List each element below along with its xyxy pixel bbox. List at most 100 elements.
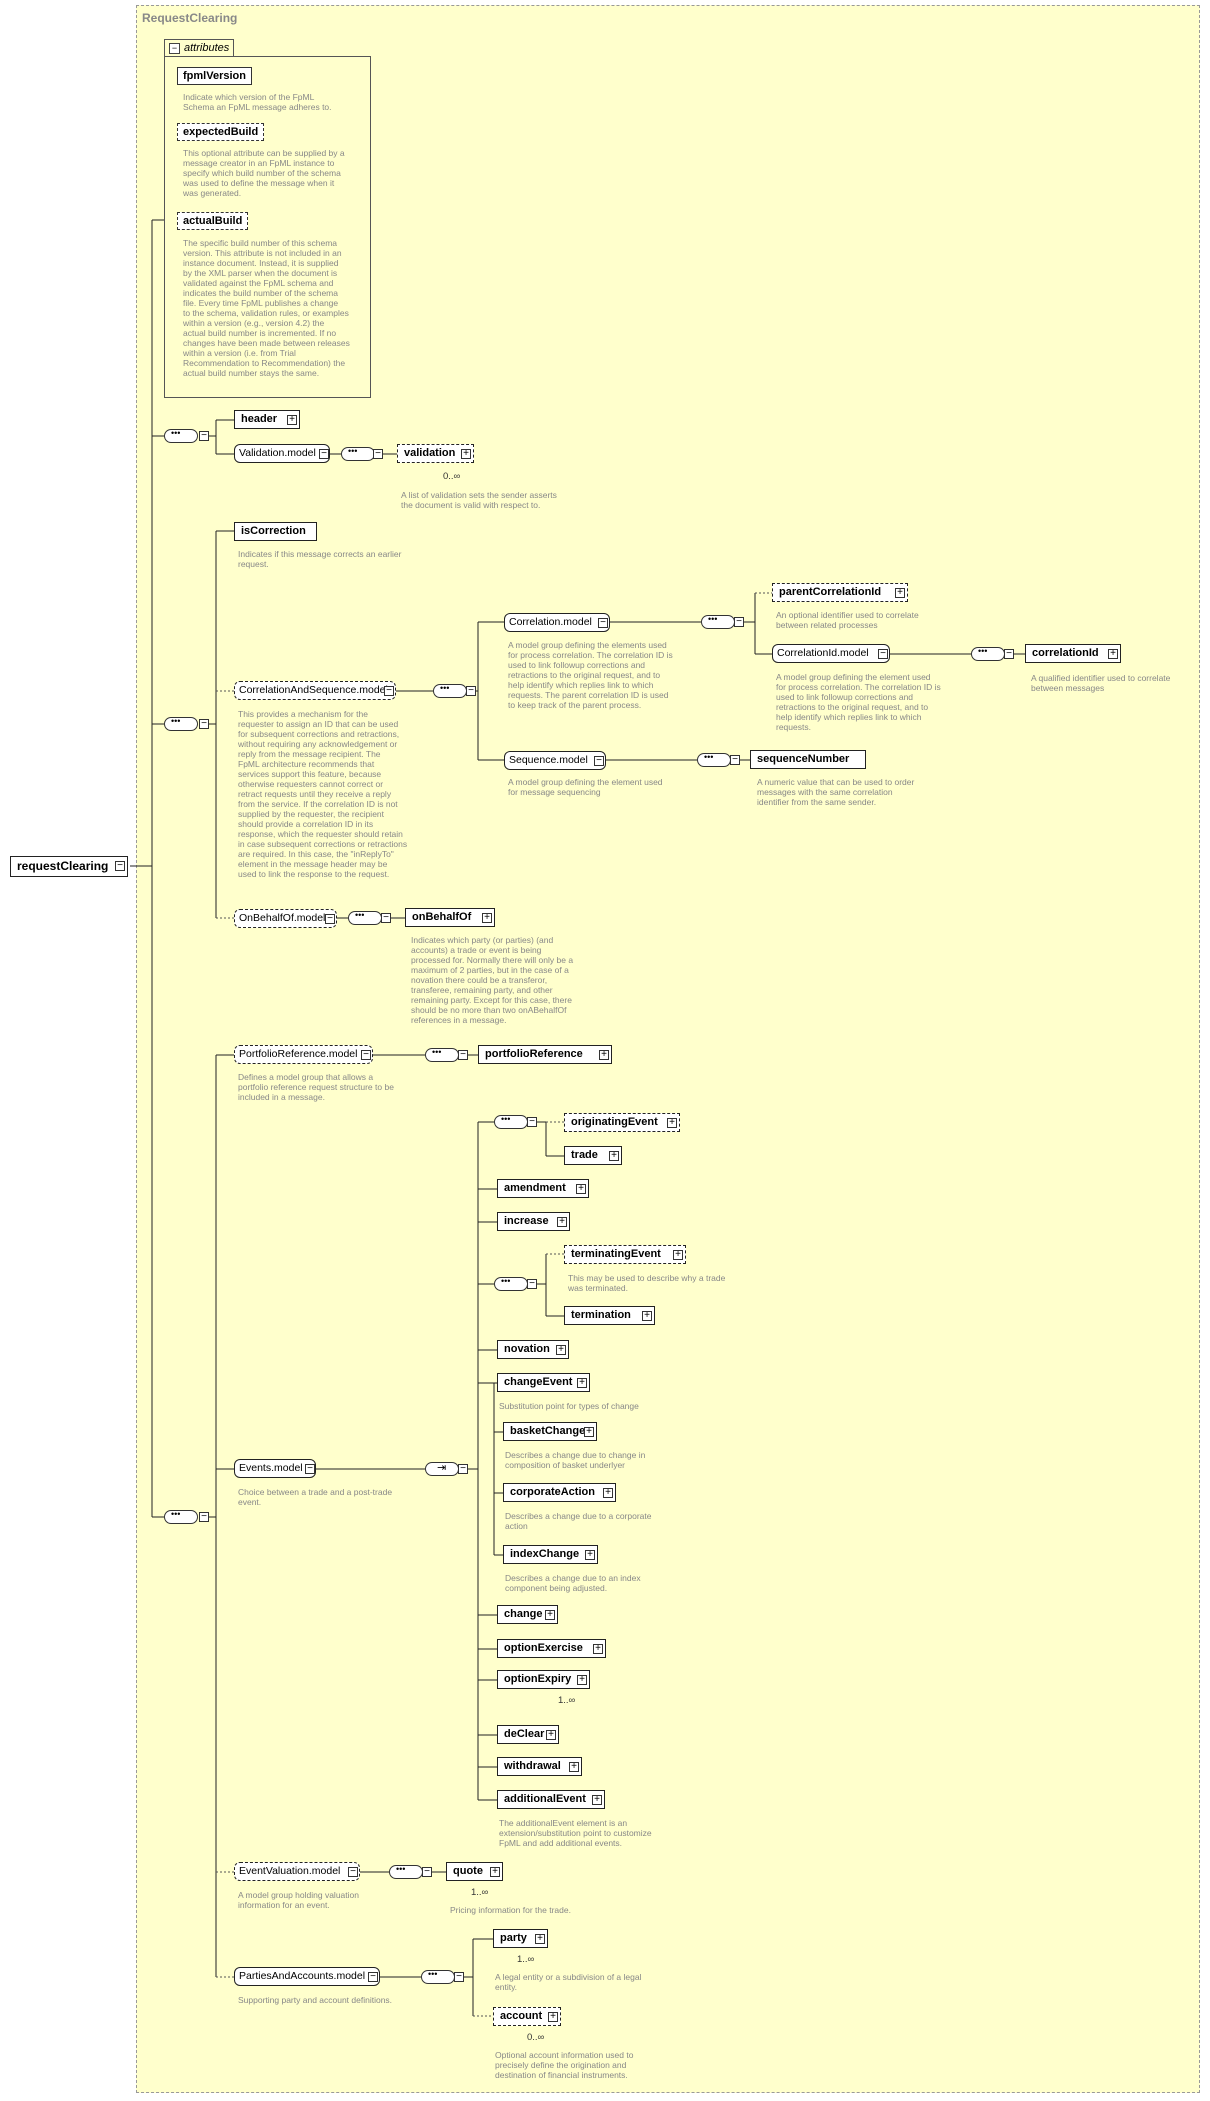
collapse-icon[interactable]: − xyxy=(368,1972,378,1982)
group-sequence-model[interactable]: Sequence.model − xyxy=(504,751,606,770)
element-deClear[interactable]: deClear + xyxy=(497,1725,559,1744)
sequence-compositor[interactable] xyxy=(164,716,198,731)
sequence-compositor[interactable] xyxy=(425,1047,459,1062)
expand-icon[interactable]: + xyxy=(642,1311,652,1321)
collapse-icon[interactable]: − xyxy=(361,1050,371,1060)
expand-icon[interactable]: + xyxy=(1108,649,1118,659)
element-party[interactable]: party + xyxy=(493,1929,552,1952)
sequence-compositor[interactable] xyxy=(971,646,1005,661)
expand-icon[interactable]: + xyxy=(667,1118,677,1128)
collapse-icon[interactable]: − xyxy=(422,1867,432,1877)
collapse-icon[interactable]: − xyxy=(730,755,740,765)
sequence-compositor[interactable] xyxy=(164,1509,198,1524)
expand-icon[interactable]: + xyxy=(545,1610,555,1620)
attr-actualBuild[interactable]: actualBuild xyxy=(177,212,249,230)
element-onBehalfOf[interactable]: onBehalfOf + xyxy=(405,908,495,927)
sequence-compositor[interactable] xyxy=(701,614,735,629)
collapse-icon[interactable]: − xyxy=(325,914,335,924)
element-optionExercise[interactable]: optionExercise + xyxy=(497,1639,606,1658)
sequence-compositor[interactable] xyxy=(348,910,382,925)
collapse-icon[interactable]: − xyxy=(199,719,209,729)
collapse-icon[interactable]: − xyxy=(527,1117,537,1127)
group-parties-and-accounts-model[interactable]: PartiesAndAccounts.model − xyxy=(234,1967,380,1986)
element-novation[interactable]: novation + xyxy=(497,1340,569,1359)
group-event-valuation-model[interactable]: EventValuation.model − xyxy=(234,1862,360,1881)
element-termination[interactable]: termination + xyxy=(564,1306,655,1325)
expand-icon[interactable]: + xyxy=(556,1345,566,1355)
collapse-icon[interactable]: − xyxy=(527,1279,537,1289)
attr-fpmlVersion[interactable]: fpmlVersion xyxy=(177,67,252,85)
element-parentCorrelationId[interactable]: parentCorrelationId + xyxy=(772,583,908,602)
expand-icon[interactable]: + xyxy=(576,1184,586,1194)
group-correlation-model[interactable]: Correlation.model − xyxy=(504,613,610,632)
element-increase[interactable]: increase + xyxy=(497,1212,570,1231)
expand-icon[interactable]: + xyxy=(482,913,492,923)
collapse-icon[interactable]: − xyxy=(594,756,604,766)
collapse-icon[interactable]: − xyxy=(199,431,209,441)
collapse-icon[interactable]: − xyxy=(169,43,180,54)
element-account[interactable]: account + xyxy=(493,2007,565,2030)
collapse-icon[interactable]: − xyxy=(1004,649,1014,659)
collapse-icon[interactable]: − xyxy=(373,449,383,459)
sequence-compositor[interactable] xyxy=(494,1114,528,1129)
attributes-tab[interactable]: − attributes xyxy=(164,39,234,57)
element-sequenceNumber[interactable]: sequenceNumber xyxy=(750,750,866,769)
element-trade[interactable]: trade + xyxy=(564,1146,622,1165)
expand-icon[interactable]: + xyxy=(603,1488,613,1498)
group-validation-model[interactable]: Validation.model − xyxy=(234,444,330,463)
element-withdrawal[interactable]: withdrawal + xyxy=(497,1757,582,1776)
expand-icon[interactable]: + xyxy=(592,1795,602,1805)
attr-expectedBuild[interactable]: expectedBuild xyxy=(177,123,265,141)
collapse-icon[interactable]: − xyxy=(305,1464,315,1474)
element-change[interactable]: change + xyxy=(497,1605,558,1624)
collapse-icon[interactable]: − xyxy=(348,1867,358,1877)
collapse-icon[interactable]: − xyxy=(458,1050,468,1060)
element-header[interactable]: header + xyxy=(234,410,300,429)
sequence-compositor[interactable] xyxy=(494,1276,528,1291)
expand-icon[interactable]: + xyxy=(593,1644,603,1654)
element-isCorrection[interactable]: isCorrection xyxy=(234,522,317,541)
group-portfolio-reference-model[interactable]: PortfolioReference.model − xyxy=(234,1045,373,1064)
expand-icon[interactable]: + xyxy=(287,415,297,425)
expand-icon[interactable]: + xyxy=(585,1550,595,1560)
choice-compositor[interactable] xyxy=(425,1461,459,1476)
sequence-compositor[interactable] xyxy=(421,1969,455,1984)
collapse-icon[interactable]: − xyxy=(734,617,744,627)
collapse-icon[interactable]: − xyxy=(454,1972,464,1982)
expand-icon[interactable]: + xyxy=(577,1378,587,1388)
element-portfolioReference[interactable]: portfolioReference + xyxy=(478,1045,612,1064)
collapse-icon[interactable]: − xyxy=(381,913,391,923)
element-basketChange[interactable]: basketChange + xyxy=(503,1422,597,1441)
group-correlationId-model[interactable]: CorrelationId.model − xyxy=(772,644,890,663)
element-optionExpiry[interactable]: optionExpiry + xyxy=(497,1670,594,1693)
element-originatingEvent[interactable]: originatingEvent + xyxy=(564,1113,680,1132)
expand-icon[interactable]: + xyxy=(557,1217,567,1227)
expand-icon[interactable]: + xyxy=(569,1762,579,1772)
sequence-compositor[interactable] xyxy=(389,1864,423,1879)
element-quote[interactable]: quote + xyxy=(446,1862,507,1885)
expand-icon[interactable]: + xyxy=(577,1675,587,1685)
expand-icon[interactable]: + xyxy=(584,1427,594,1437)
expand-icon[interactable]: + xyxy=(548,2012,558,2022)
expand-icon[interactable]: + xyxy=(490,1867,500,1877)
sequence-compositor[interactable] xyxy=(164,428,198,443)
element-indexChange[interactable]: indexChange + xyxy=(503,1545,598,1564)
element-correlationId[interactable]: correlationId + xyxy=(1025,644,1121,663)
collapse-icon[interactable]: − xyxy=(466,686,476,696)
expand-icon[interactable]: + xyxy=(535,1934,545,1944)
expand-icon[interactable]: + xyxy=(546,1730,556,1740)
element-amendment[interactable]: amendment + xyxy=(497,1179,589,1198)
expand-icon[interactable]: + xyxy=(673,1250,683,1260)
element-validation[interactable]: validation + xyxy=(397,444,478,467)
collapse-icon[interactable]: − xyxy=(384,686,394,696)
element-additionalEvent[interactable]: additionalEvent + xyxy=(497,1790,605,1809)
root-element[interactable]: requestClearing − xyxy=(10,856,128,877)
group-onbehalfof-model[interactable]: OnBehalfOf.model − xyxy=(234,909,337,928)
collapse-icon[interactable]: − xyxy=(598,618,608,628)
collapse-icon[interactable]: − xyxy=(878,649,888,659)
group-correlation-and-sequence[interactable]: CorrelationAndSequence.model − xyxy=(234,681,396,700)
sequence-compositor[interactable] xyxy=(697,752,731,767)
collapse-icon[interactable]: − xyxy=(458,1464,468,1474)
sequence-compositor[interactable] xyxy=(341,446,375,461)
expand-icon[interactable]: + xyxy=(599,1050,609,1060)
